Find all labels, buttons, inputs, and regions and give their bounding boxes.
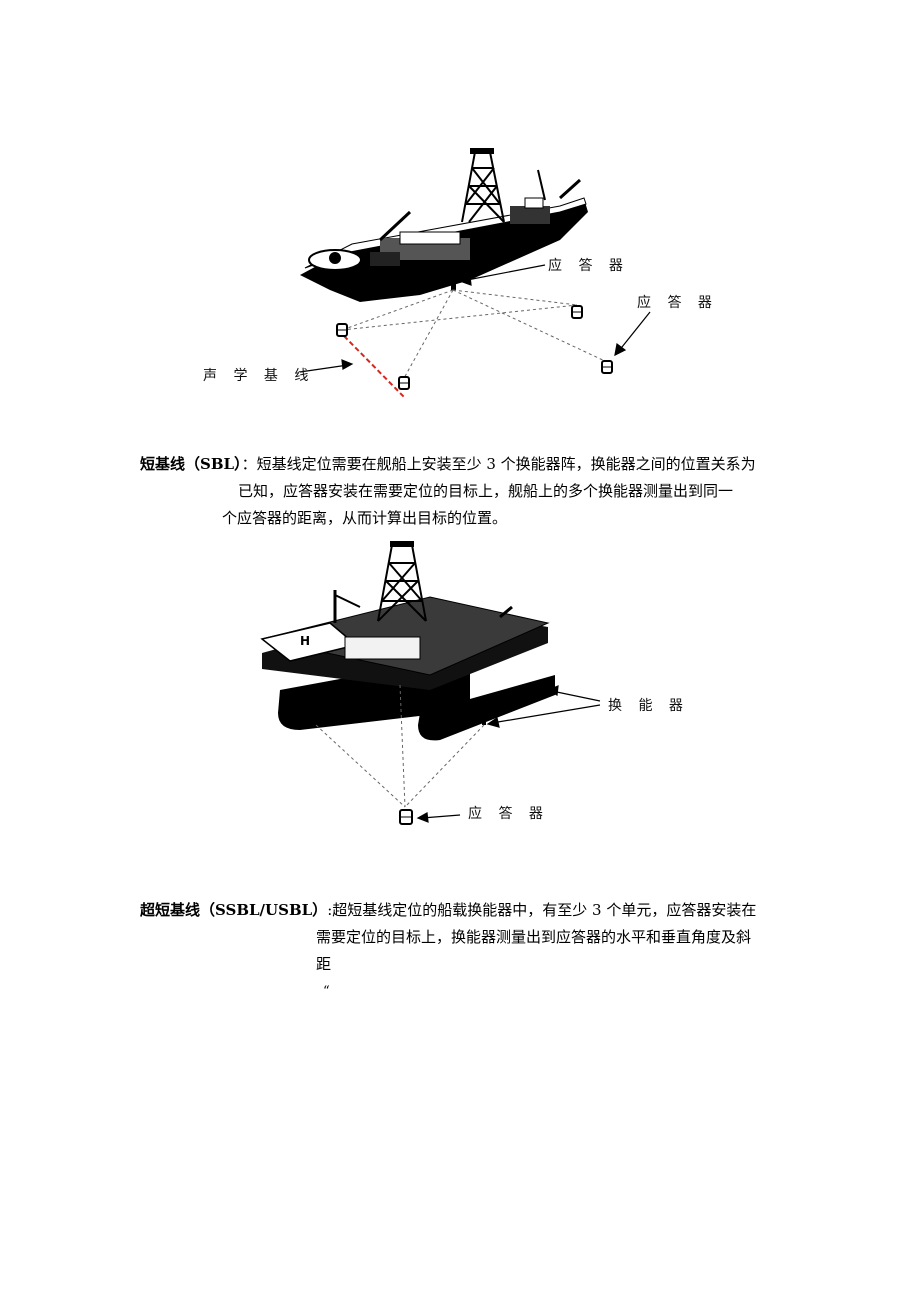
- acoustic-baseline-label: 声 学 基 线: [203, 368, 315, 384]
- figure-rig-usbl: H 换 能 器 应 答 器: [0, 535, 920, 845]
- transponder-label-right: 应 答 器: [637, 295, 718, 311]
- sbl-text-1: 短基线定位需要在舰船上安装至少 3 个换能器阵，换能器之间的位置关系为: [256, 455, 756, 473]
- usbl-paragraph: 超短基线（SSBL/USBL）:超短基线定位的船载换能器中，有至少 3 个单元，…: [140, 897, 800, 978]
- usbl-text-1: 超短基线定位的船载换能器中，有至少 3 个单元，应答器安装在: [332, 901, 757, 919]
- transponder-label: 应 答 器: [468, 806, 549, 822]
- sbl-paragraph: 短基线（SBL）：短基线定位需要在舰船上安装至少 3 个换能器阵，换能器之间的位…: [140, 451, 800, 532]
- usbl-line-3: 距: [316, 955, 332, 973]
- ship-illustration: [299, 148, 651, 399]
- rig-illustration: H: [260, 541, 601, 825]
- sbl-line-3: 个应答器的距离，从而计算出目标的位置。: [222, 509, 508, 527]
- transponder-label-top: 应 答 器: [548, 258, 629, 274]
- sbl-line-2: 已知，应答器安装在需要定位的目标上，舰船上的多个换能器测量出到同一: [238, 482, 734, 500]
- usbl-colon: :: [327, 901, 333, 919]
- sbl-colon: ：: [241, 455, 257, 473]
- figure-ship-sbl: 应 答 器 应 答 器 声 学 基 线: [0, 140, 920, 410]
- trailing-quote-mark: “: [323, 984, 330, 999]
- usbl-term: 超短基线（SSBL/USBL）: [140, 901, 328, 919]
- sbl-term: 短基线（SBL）: [140, 455, 242, 473]
- usbl-line-1: 超短基线（SSBL/USBL）:超短基线定位的船载换能器中，有至少 3 个单元，…: [140, 897, 800, 924]
- svg-text:H: H: [300, 634, 310, 648]
- sbl-line-1: 短基线（SBL）：短基线定位需要在舰船上安装至少 3 个换能器阵，换能器之间的位…: [140, 451, 800, 478]
- usbl-line-2: 需要定位的目标上，换能器测量出到应答器的水平和垂直角度及斜: [316, 928, 752, 946]
- transducer-label: 换 能 器: [608, 698, 689, 714]
